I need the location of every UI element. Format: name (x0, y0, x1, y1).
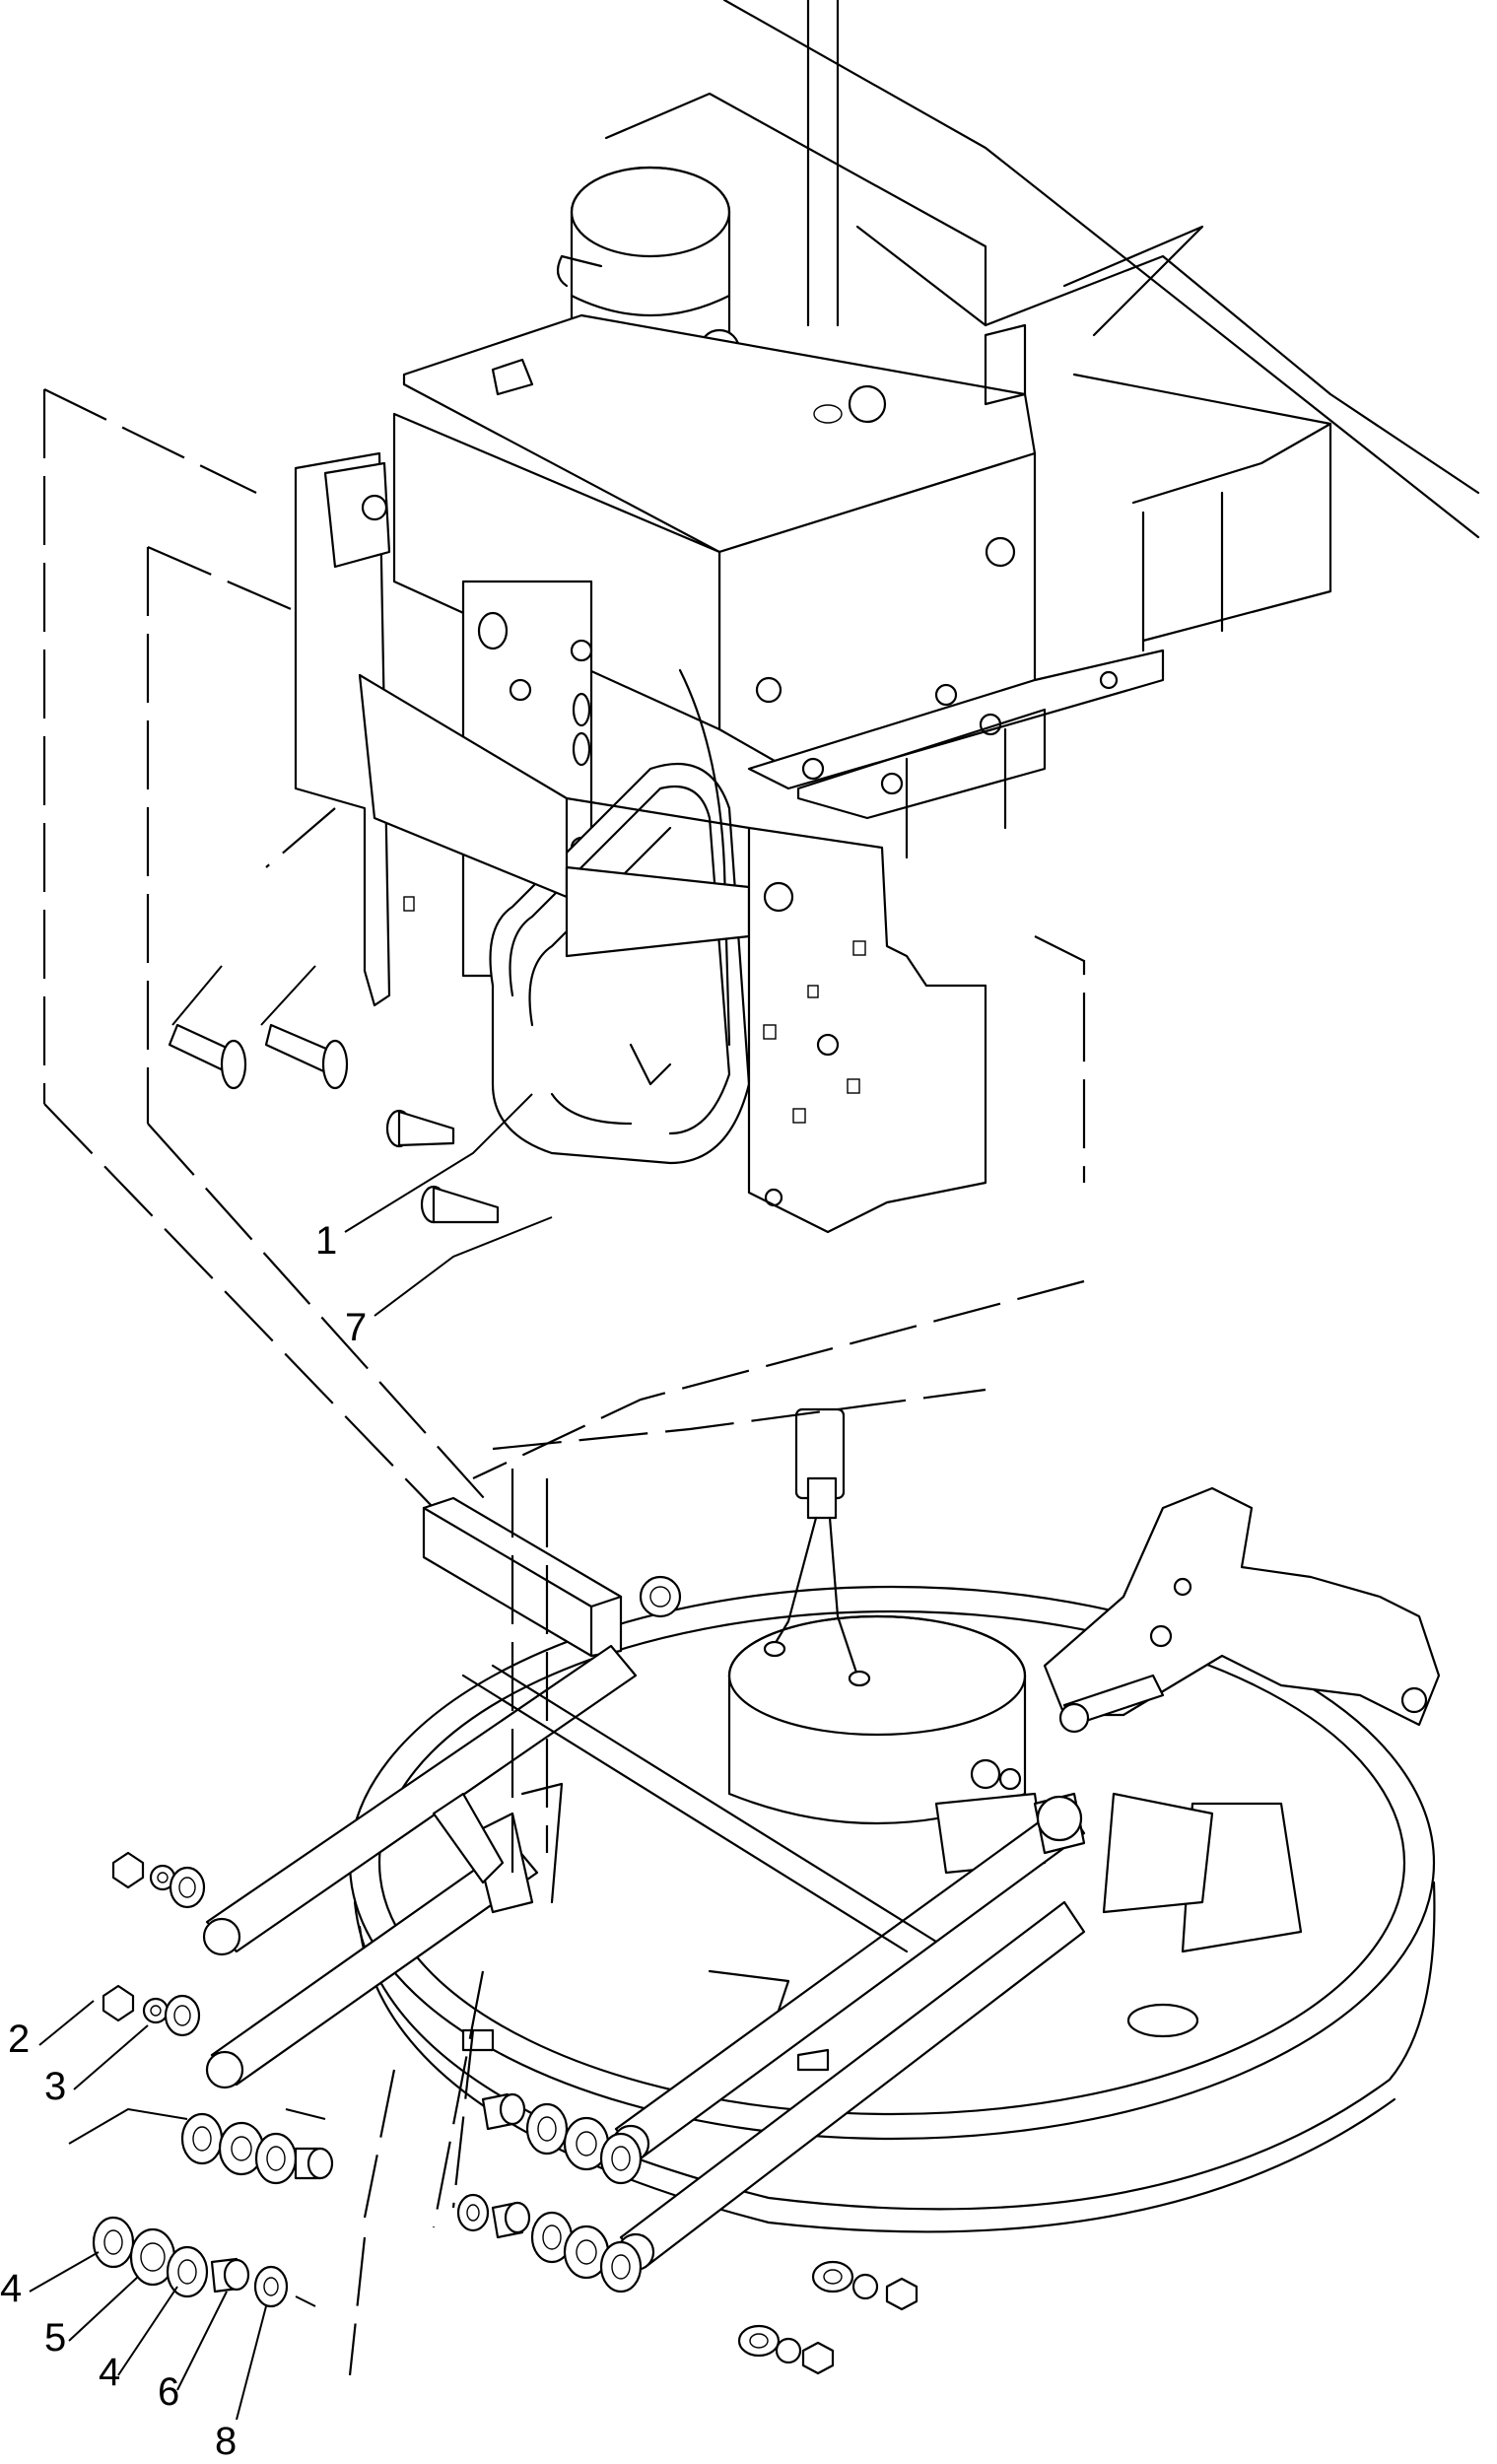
hardware-stack-center-lower (456, 2193, 643, 2293)
leader-2 (38, 2000, 95, 2046)
hardware-stack-left-upper (111, 1851, 206, 1909)
frame-rails (604, 0, 1480, 652)
callout-4a: 4 (0, 2267, 22, 2310)
callout-5: 5 (44, 2316, 66, 2360)
carriage-bolt-upper-left (168, 1023, 247, 1090)
leader-4b (117, 2286, 178, 2376)
callout-2: 2 (8, 2018, 30, 2061)
leader-8 (236, 2305, 267, 2421)
hardware-stack-callout (92, 2216, 289, 2308)
hardware-stack-center-upper (481, 2092, 643, 2185)
leader-4a (29, 2251, 100, 2293)
carriage-bolt-upper-right (264, 1023, 349, 1090)
caster-bracket (392, 412, 1165, 859)
callout-7: 7 (345, 1306, 367, 1349)
lower-phantom-lines (348, 1388, 987, 2376)
upper-caster-assembly (42, 0, 1480, 1509)
linkage-arms (202, 1644, 1086, 2272)
hardware-stack-left-lower (102, 1984, 201, 2037)
pivot-arm (1043, 1486, 1441, 1734)
leader-7 (374, 1216, 553, 1317)
callout-8: 8 (215, 2420, 237, 2463)
callout-labels: 1 7 2 3 4 5 4 6 8 (0, 1219, 367, 2463)
lower-deck-assembly (29, 1388, 1441, 2421)
leader-5 (68, 2276, 139, 2342)
hardware-stack-right (737, 2260, 919, 2375)
square-bar (422, 1496, 682, 1658)
brush-deck (348, 1585, 1436, 2233)
motor-connector (763, 1407, 871, 1687)
bolt-part-1 (385, 1109, 455, 1148)
right-side-plate (747, 826, 987, 1234)
callout-4b: 4 (99, 2351, 120, 2394)
upper-phantom-lines (42, 388, 1086, 1509)
leader-6 (176, 2291, 228, 2391)
guard-strap (358, 673, 751, 958)
callout-1: 1 (315, 1219, 337, 1263)
bolt-part-7 (420, 1185, 500, 1224)
hardware-stack-mid (180, 2112, 334, 2185)
leader-1 (344, 1093, 533, 1233)
callout-3: 3 (44, 2065, 66, 2108)
pad-motor-housing (727, 1614, 1047, 1875)
leader-3 (73, 2024, 149, 2090)
callout-6: 6 (158, 2370, 179, 2414)
